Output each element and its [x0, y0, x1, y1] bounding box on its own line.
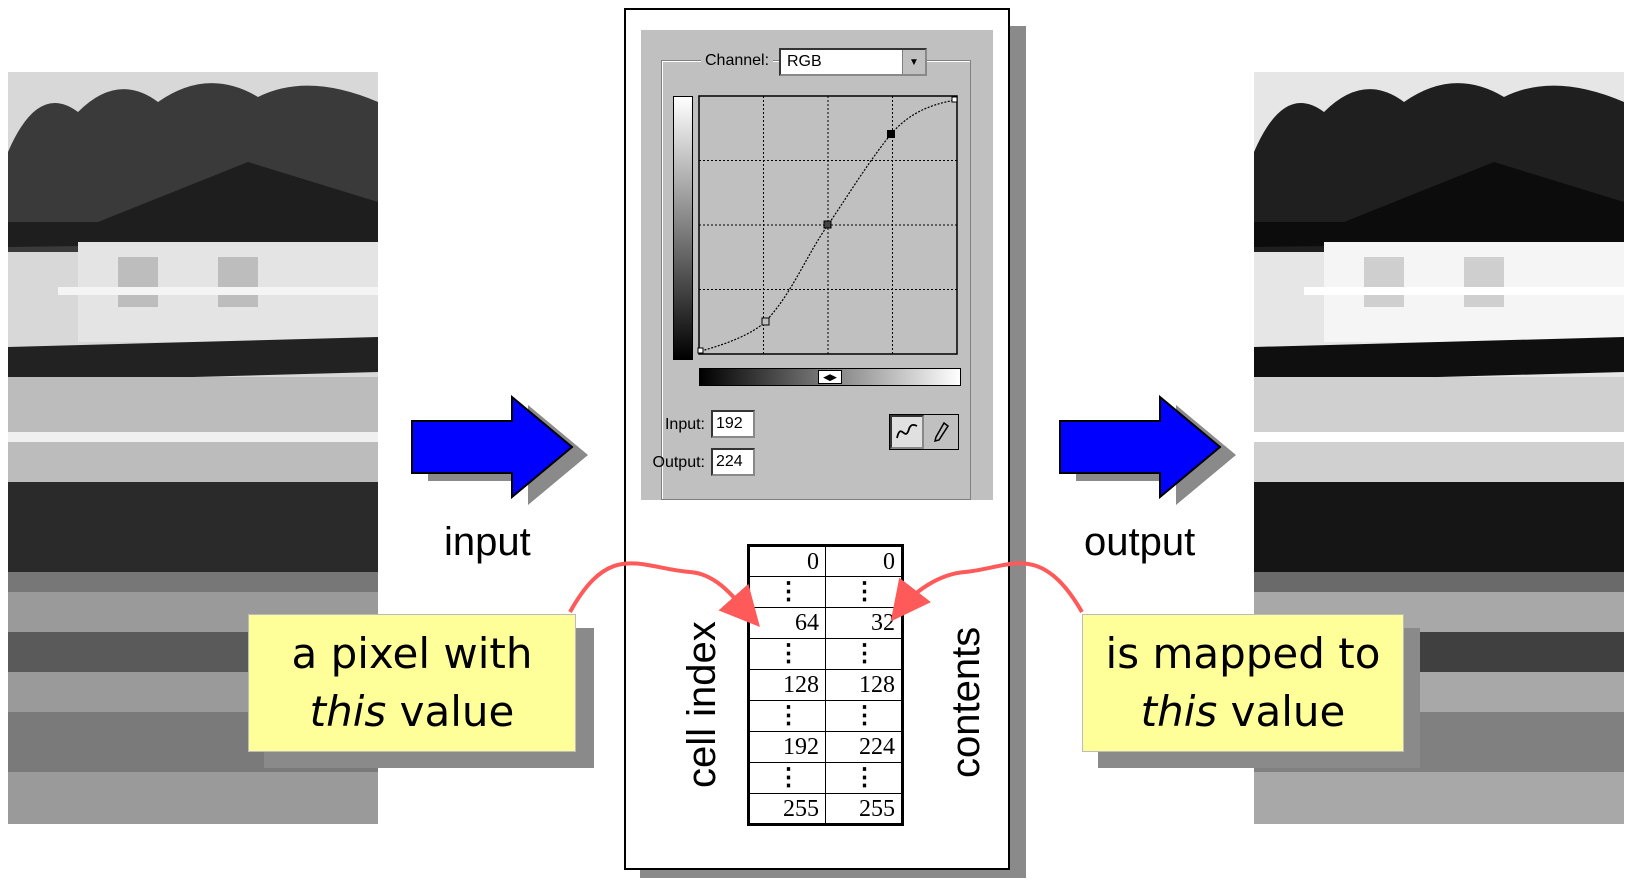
- input-label: input: [444, 520, 531, 564]
- input-field-label: Input:: [664, 416, 705, 433]
- curve-point[interactable]: [697, 347, 704, 354]
- right-arrow-icon: [1059, 395, 1236, 505]
- curve-point[interactable]: [823, 220, 832, 229]
- curve-graph[interactable]: [697, 94, 961, 360]
- channel-label: Channel:: [701, 52, 774, 70]
- cell-content: 255: [825, 793, 903, 825]
- cell-index: 192: [748, 731, 826, 763]
- chevron-down-icon[interactable]: ▼: [902, 50, 925, 74]
- cell-content: ⋮: [825, 638, 903, 670]
- cell-content: 0: [825, 545, 903, 577]
- output-gradient-bar: [673, 96, 693, 360]
- cell-content: 128: [825, 669, 903, 701]
- note-line: this value: [249, 683, 575, 741]
- input-field[interactable]: 192: [711, 410, 755, 438]
- note-line: a pixel with: [291, 629, 533, 678]
- channel-select[interactable]: RGB ▼: [779, 48, 927, 76]
- tool-buttons: [889, 414, 959, 450]
- note-text: value: [1217, 687, 1346, 736]
- cell-content: ⋮: [825, 700, 903, 732]
- pencil-tool-icon[interactable]: [924, 415, 958, 449]
- input-gradient-bar: ◀▶: [699, 368, 961, 386]
- output-field[interactable]: 224: [711, 448, 755, 476]
- output-label: output: [1084, 520, 1196, 564]
- channel-value: RGB: [787, 53, 822, 70]
- note-line: is mapped to: [1105, 629, 1381, 678]
- curve-point-selected[interactable]: [887, 130, 895, 138]
- curves-dialog: Channel: RGB ▼ ◀▶ Input: 192 Output: 224: [641, 30, 993, 500]
- cell-index: 255: [748, 793, 826, 825]
- cell-content: ⋮: [825, 576, 903, 608]
- curve-point[interactable]: [951, 96, 958, 103]
- curve-point[interactable]: [761, 317, 770, 326]
- table-row: ⋮⋮: [748, 762, 903, 794]
- cell-index: 128: [748, 669, 826, 701]
- note-emphasis: this: [1140, 687, 1218, 736]
- note-emphasis: this: [309, 687, 387, 736]
- gradient-toggle-icon[interactable]: ◀▶: [818, 370, 842, 384]
- output-field-label: Output:: [652, 454, 705, 471]
- pixel-value-note: a pixel with this value: [248, 614, 576, 752]
- note-text: value: [386, 687, 515, 736]
- cell-index: ⋮: [748, 762, 826, 794]
- connector-right: [890, 561, 1084, 622]
- note-line: this value: [1083, 683, 1403, 741]
- curve-tool-icon[interactable]: [890, 415, 924, 449]
- mapped-value-note: is mapped to this value: [1082, 614, 1404, 752]
- connector-left: [568, 561, 760, 627]
- right-arrow-icon: [411, 395, 588, 505]
